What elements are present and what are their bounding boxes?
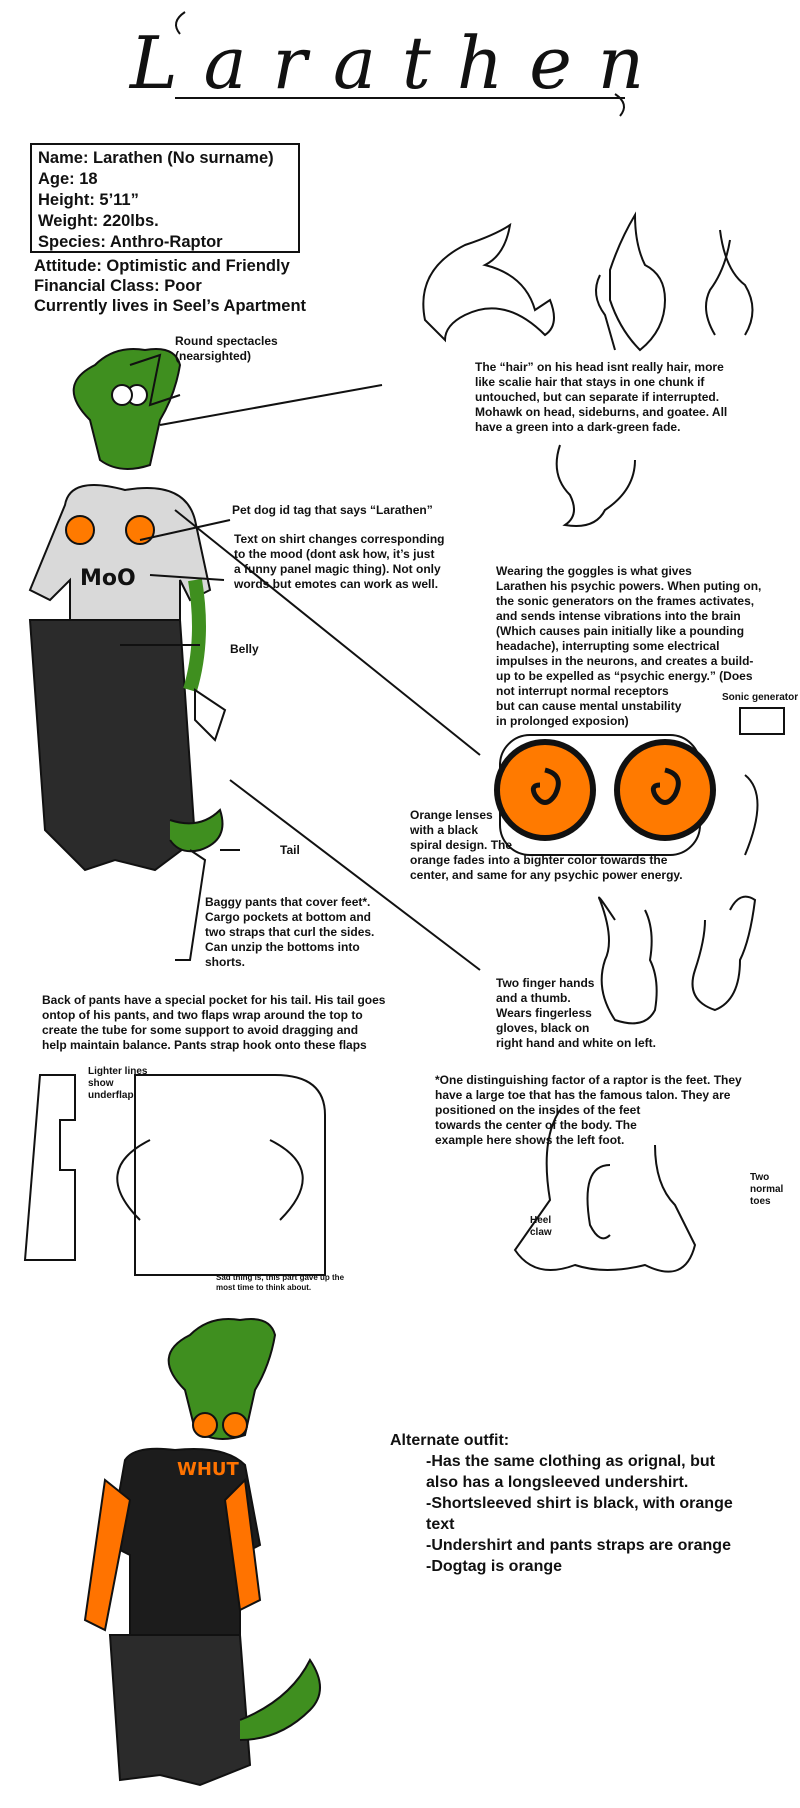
label-hair: The “hair” on his head isnt really hair,… <box>475 360 728 434</box>
stat-name: Name: Larathen (No surname) <box>38 149 274 167</box>
stats-box: Name: Larathen (No surname) Age: 18 Heig… <box>30 143 300 253</box>
label-shirt: Text on shirt changes corresponding to t… <box>234 532 445 591</box>
label-pants: Baggy pants that cover feet*. Cargo pock… <box>205 895 375 969</box>
goggles-drawing <box>494 707 785 856</box>
label-dogtag: Pet dog id tag that says “Larathen” <box>232 503 433 517</box>
label-sonic-generator: Sonic generator <box>722 692 799 703</box>
stat-height: Height: 5’11” <box>38 191 139 209</box>
label-heel-claw: Heel claw <box>530 1215 552 1238</box>
title-text: Larathen <box>128 21 670 105</box>
alternate-item: -Dogtag is orange <box>426 1558 563 1575</box>
leader-lines <box>120 353 481 971</box>
feet-sketch <box>513 1109 697 1273</box>
label-lenses: Orange lenses with a black spiral design… <box>410 808 683 882</box>
pants-back-sketch <box>23 1074 326 1276</box>
alternate-item: text <box>426 1516 455 1533</box>
label-feet: *One distinguishing factor of a raptor i… <box>435 1073 742 1147</box>
page-title: Larathen <box>0 0 800 130</box>
stat-species: Species: Anthro-Raptor <box>38 233 223 251</box>
alternate-outfit: Alternate outfit: -Has the same clothing… <box>390 1430 790 1577</box>
stat-age: Age: 18 <box>38 170 98 188</box>
label-belly: Belly <box>230 642 259 656</box>
label-goggles: Wearing the goggles is what gives Larath… <box>496 564 762 728</box>
hair-sketches <box>422 211 754 527</box>
stat-weight: Weight: 220lbs. <box>38 212 159 230</box>
financial-class: Financial Class: Poor <box>34 277 202 295</box>
label-sad-thing: Sad thing is, this part gave up the most… <box>216 1273 345 1292</box>
alternate-item: -Shortsleeved shirt is black, with orang… <box>426 1495 733 1512</box>
alt-shirt-text: WHUT <box>177 1459 240 1480</box>
label-hands: Two finger hands and a thumb. Wears fing… <box>496 976 656 1050</box>
shirt-text: MoO <box>80 566 136 591</box>
main-character: MoO <box>28 348 227 872</box>
hand-sketches <box>598 895 757 1025</box>
alternate-item: -Has the same clothing as orignal, but <box>426 1453 715 1470</box>
label-two-toes: Two normal toes <box>750 1172 784 1207</box>
alternate-heading: Alternate outfit: <box>390 1432 510 1449</box>
alternate-character: WHUT <box>83 1318 321 1787</box>
label-spectacles: Round spectacles (nearsighted) <box>175 334 278 363</box>
alternate-item: -Undershirt and pants straps are orange <box>426 1537 731 1554</box>
residence: Currently lives in Seel’s Apartment <box>34 297 307 315</box>
alternate-item: also has a longsleeved undershirt. <box>426 1474 689 1491</box>
attitude: Attitude: Optimistic and Friendly <box>34 257 290 275</box>
label-back-pants: Back of pants have a special pocket for … <box>42 993 386 1052</box>
attributes: Attitude: Optimistic and Friendly Financ… <box>34 256 306 316</box>
label-tail: Tail <box>280 843 300 857</box>
label-lighter-lines: Lighter lines show underflap <box>88 1066 148 1101</box>
